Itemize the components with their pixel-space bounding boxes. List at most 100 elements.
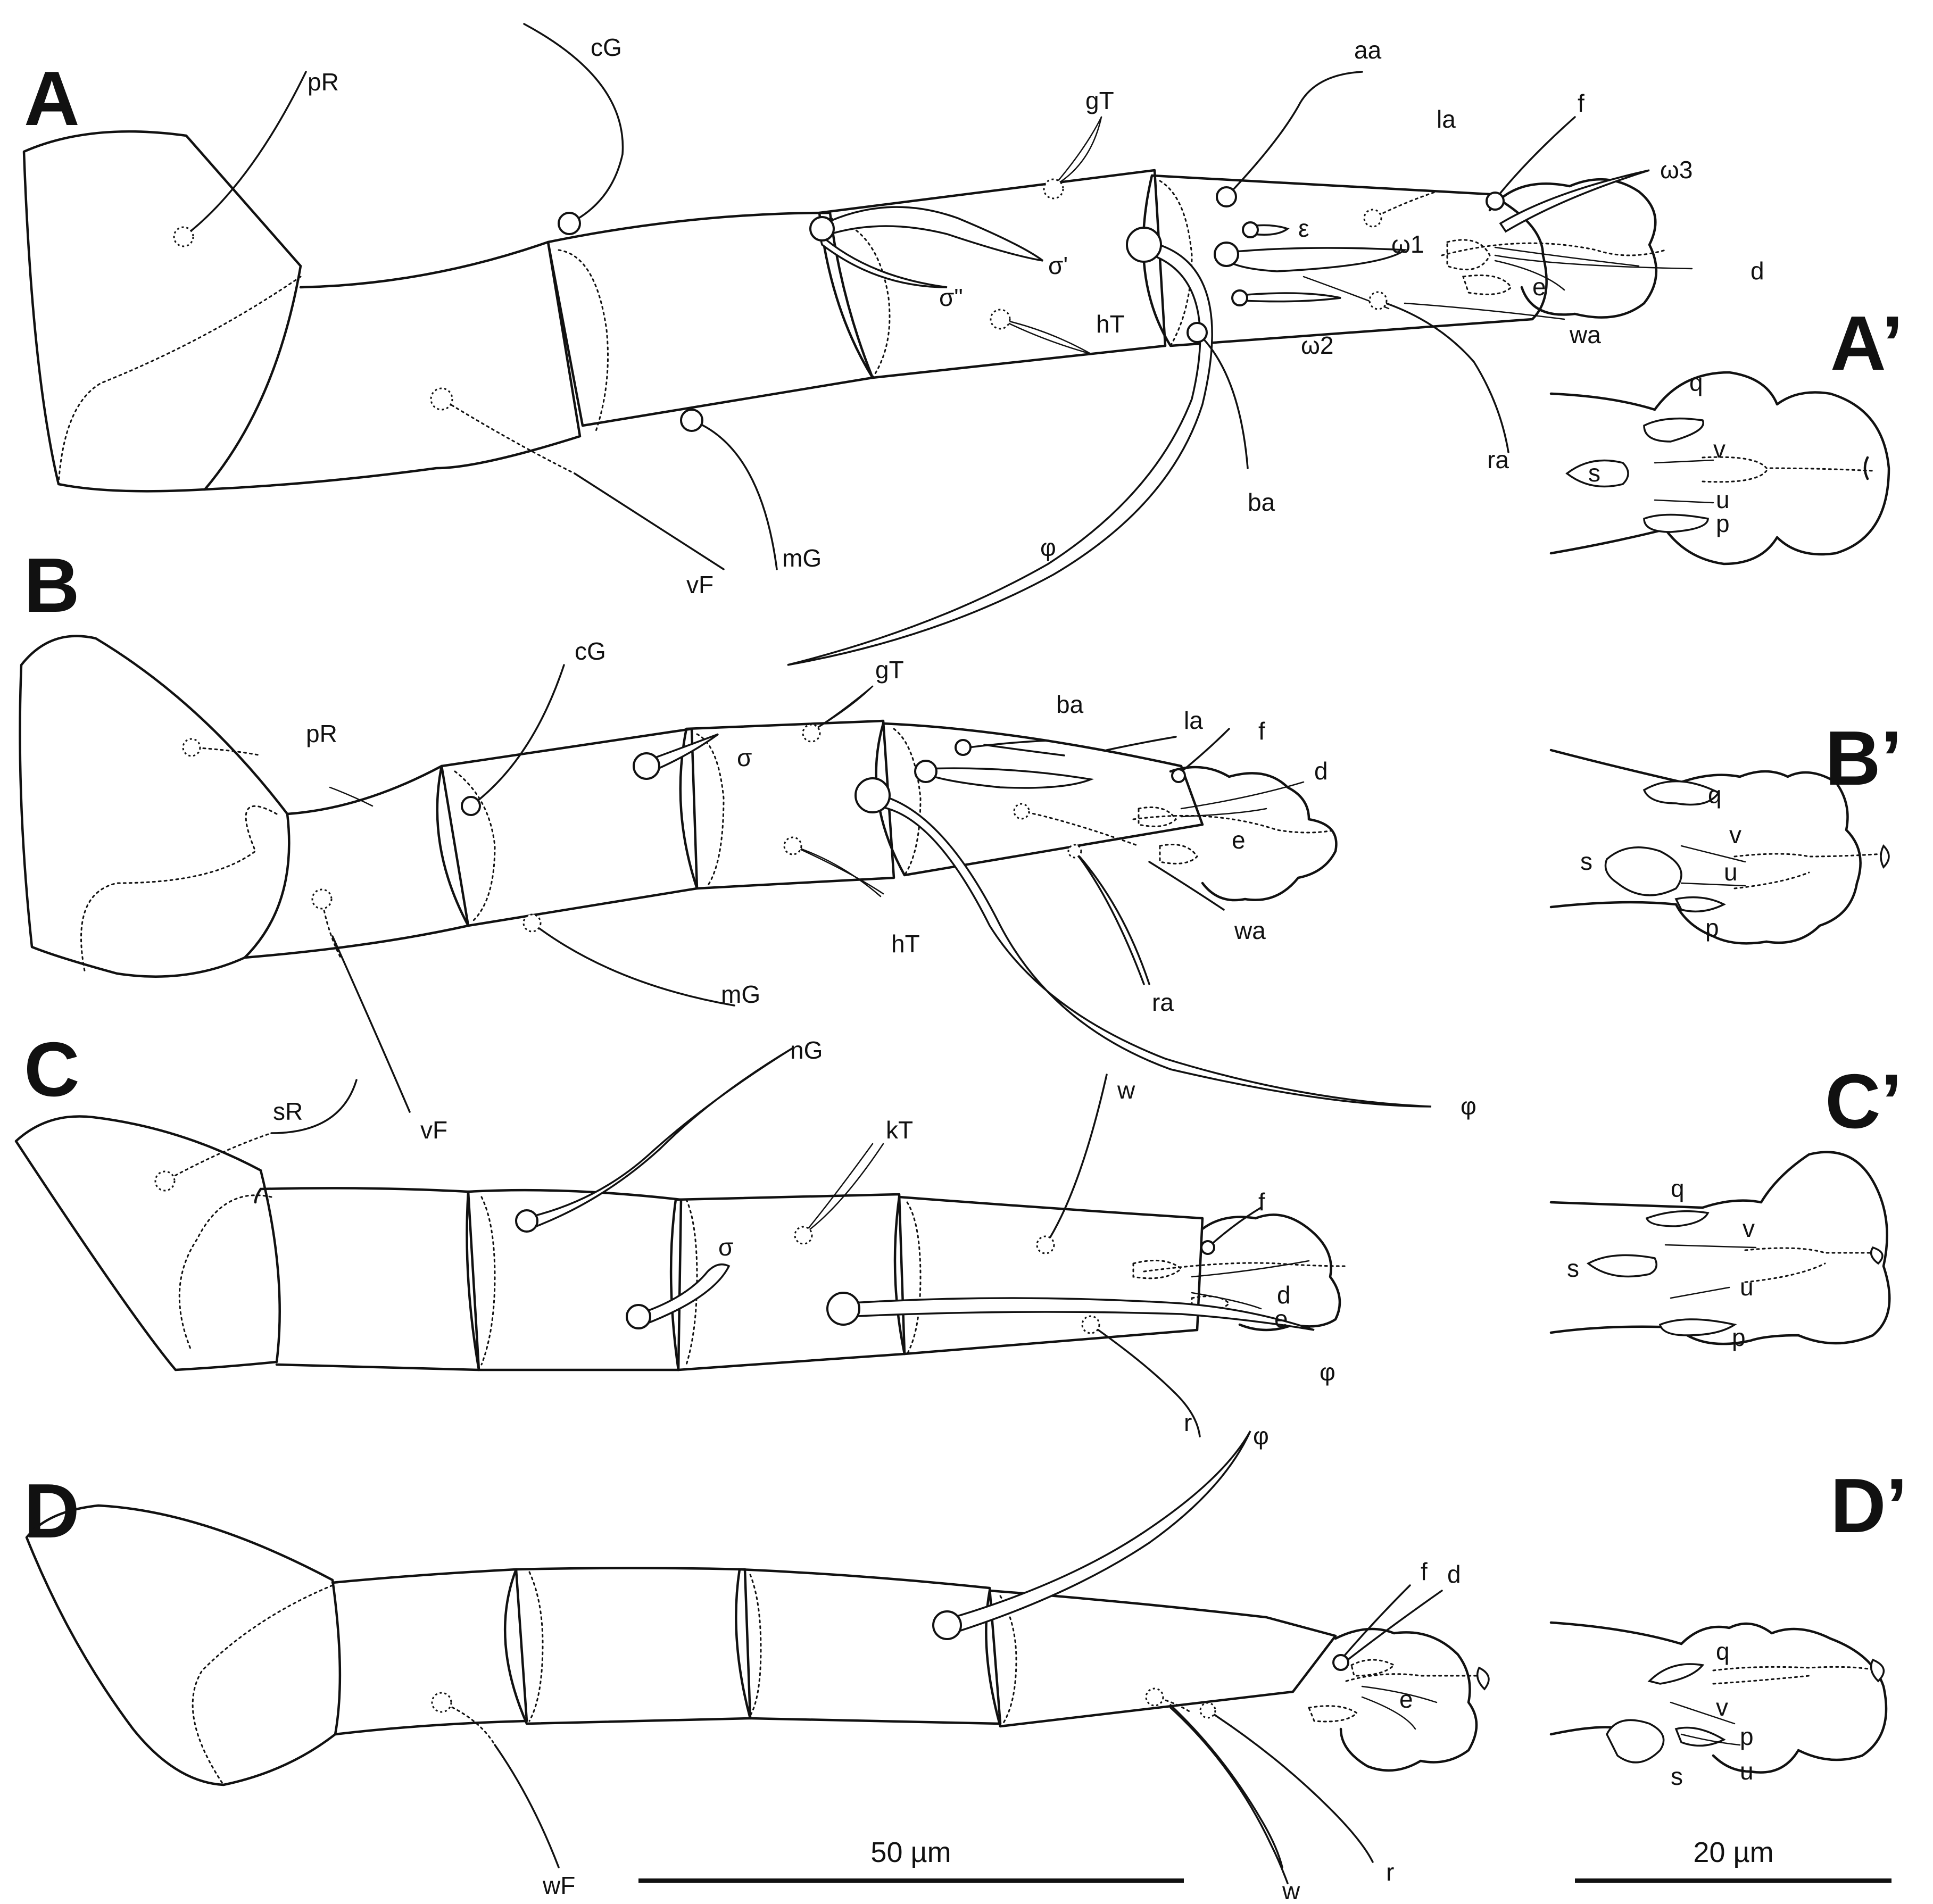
panel-letter-d-prime: D’ <box>1830 1462 1907 1549</box>
label-d-f: f <box>1421 1558 1428 1585</box>
label-d-phi: φ <box>1253 1422 1269 1450</box>
scale-bar-main: 50 µm <box>638 1836 1184 1883</box>
label-a-sigma1: σ' <box>1048 252 1068 279</box>
label-b-mG: mG <box>721 980 760 1008</box>
label-b-ra: ra <box>1152 988 1174 1016</box>
panel-d-prime: D’ q v p s u <box>1549 1462 1907 1790</box>
label-a2-q: q <box>1689 369 1703 396</box>
label-b2-p: p <box>1705 914 1719 942</box>
panel-b-prime: B’ q v s u p <box>1549 715 1902 945</box>
label-b-phi: φ <box>1461 1092 1476 1120</box>
panel-letter-b: B <box>24 542 80 628</box>
ambulacrum-b <box>1169 766 1338 902</box>
label-a-gT: gT <box>1085 87 1114 114</box>
label-b-vF: vF <box>420 1116 447 1144</box>
panel-d: D φ f d e wF w r <box>24 1422 1491 1904</box>
label-b2-u: u <box>1724 858 1738 886</box>
label-c-d: d <box>1277 1281 1291 1309</box>
label-a-f: f <box>1578 89 1584 117</box>
label-a2-v: v <box>1713 435 1725 463</box>
label-a-d: d <box>1751 257 1764 285</box>
segment-d-femur <box>331 1568 528 1736</box>
label-a2-s: s <box>1588 459 1600 487</box>
label-d2-q: q <box>1716 1637 1730 1665</box>
label-a-cG: cG <box>591 34 622 61</box>
label-c2-v: v <box>1743 1215 1755 1242</box>
segment-c-trochanter <box>14 1115 281 1371</box>
segment-d-genu <box>504 1567 752 1725</box>
scale-bar-pretarsus-label: 20 µm <box>1693 1836 1773 1868</box>
segment-c-femur <box>259 1187 480 1371</box>
label-b-pR: pR <box>306 720 337 747</box>
label-d-r: r <box>1386 1858 1394 1886</box>
label-d-wF: wF <box>542 1872 575 1899</box>
panel-letter-a-prime: A’ <box>1830 300 1903 386</box>
scale-bar-main-label: 50 µm <box>870 1836 951 1868</box>
ambulacrum-d-prime <box>1680 1622 1888 1774</box>
label-d-d: d <box>1447 1560 1461 1588</box>
label-a-mG: mG <box>782 544 822 572</box>
segment-b-trochanter <box>19 635 291 978</box>
label-a-hT: hT <box>1096 310 1125 338</box>
label-a-e: e <box>1532 273 1546 301</box>
label-b-hT: hT <box>891 930 920 958</box>
label-d-e: e <box>1399 1685 1413 1713</box>
ambulacrum-a-prime <box>1653 371 1890 566</box>
label-b-d: d <box>1314 757 1328 785</box>
label-a-pR: pR <box>308 68 339 96</box>
label-c-e: e <box>1274 1305 1288 1333</box>
label-c2-s: s <box>1567 1254 1579 1282</box>
label-a-omega2: ω2 <box>1301 331 1334 359</box>
label-a-ra: ra <box>1487 446 1509 473</box>
label-c-r: r <box>1184 1409 1192 1436</box>
label-c-nG: nG <box>790 1036 823 1064</box>
label-a-vF: vF <box>686 571 714 598</box>
label-a-phi: φ <box>1040 534 1056 561</box>
label-b-e: e <box>1232 826 1246 854</box>
label-c-sR: sR <box>273 1097 303 1125</box>
label-c-w: w <box>1117 1076 1135 1104</box>
label-a-ba: ba <box>1248 488 1275 516</box>
segment-d-tibia <box>735 1568 1002 1725</box>
label-c-phi: φ <box>1320 1358 1335 1386</box>
label-b2-v: v <box>1729 821 1741 849</box>
segment-a-genu <box>546 211 874 427</box>
label-b-cG: cG <box>575 637 606 665</box>
label-c2-q: q <box>1671 1175 1685 1202</box>
label-c-sigma: σ <box>718 1233 733 1261</box>
panel-c: C sR nG kT <box>14 1026 1347 1437</box>
label-b-wa: wa <box>1234 917 1266 944</box>
segment-d-tarsus <box>985 1589 1337 1728</box>
label-d-w: w <box>1282 1877 1300 1904</box>
label-a-sigma2: σ" <box>939 284 963 311</box>
label-c-f: f <box>1258 1188 1265 1216</box>
segment-b-femur <box>243 764 470 959</box>
segment-b-tarsus <box>875 722 1204 877</box>
label-a-omega3: ω3 <box>1660 156 1693 184</box>
scale-bar-pretarsus: 20 µm <box>1575 1836 1891 1883</box>
label-d2-v: v <box>1716 1693 1728 1721</box>
label-d2-u: u <box>1740 1757 1754 1785</box>
label-d2-p: p <box>1740 1723 1754 1750</box>
segment-c-tarsus <box>893 1195 1204 1356</box>
panel-letter-a: A <box>24 55 80 142</box>
segment-c-tibia <box>669 1193 906 1371</box>
label-a2-u: u <box>1716 486 1730 513</box>
label-c2-p: p <box>1732 1324 1746 1351</box>
label-a-omega1: ω1 <box>1391 230 1424 258</box>
ambulacrum-d <box>1334 1627 1478 1772</box>
segment-a-femur <box>203 240 582 491</box>
panel-letter-b-prime: B’ <box>1825 715 1902 801</box>
label-b-sigma: σ <box>737 744 752 771</box>
label-b-f: f <box>1258 717 1265 745</box>
label-b2-s: s <box>1580 847 1592 875</box>
label-b-ba: ba <box>1056 691 1084 718</box>
panel-a: A <box>22 23 1764 666</box>
label-a-aa: aa <box>1354 36 1382 64</box>
segment-c-genu <box>466 1188 683 1371</box>
segment-a-tibia <box>818 169 1167 379</box>
segment-c-trochanter-joint <box>254 1187 262 1204</box>
panel-b: B <box>19 542 1476 1144</box>
label-a2-p: p <box>1716 510 1730 537</box>
